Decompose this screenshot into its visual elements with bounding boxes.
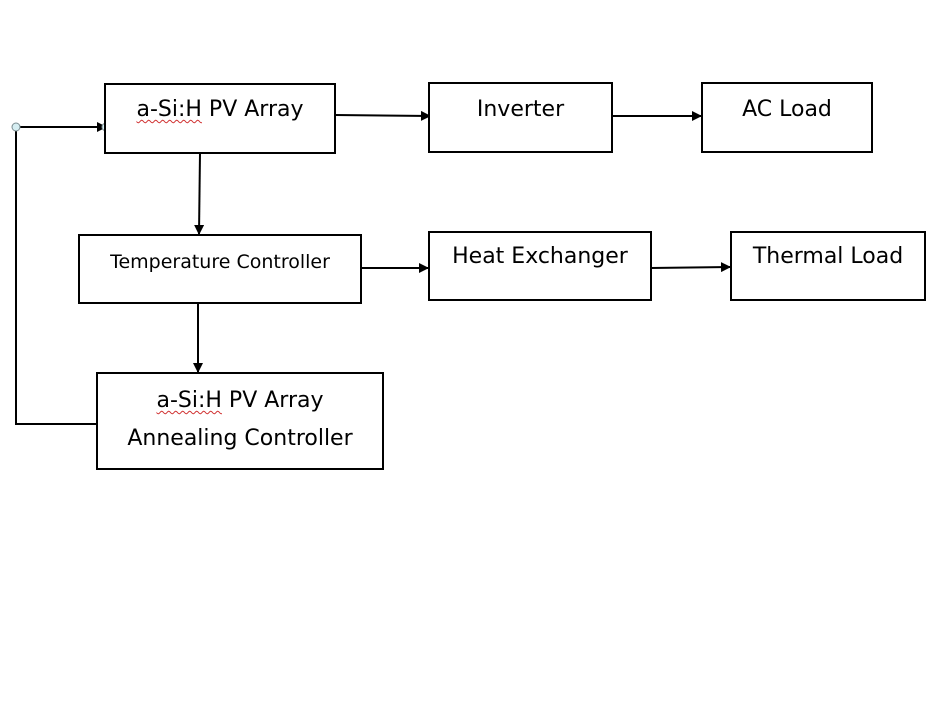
- spellcheck-word: a-Si:H: [156, 388, 222, 413]
- arrow-heat-exchanger-to-thermal-load: [650, 262, 731, 273]
- node-heat-exchanger[interactable]: Heat Exchanger: [428, 231, 652, 301]
- node-label-line2: Annealing Controller: [127, 426, 353, 451]
- feedback-line-annealing-to-pv: [15, 127, 97, 425]
- node-label: Thermal Load: [752, 244, 904, 269]
- node-label: a-Si:H PV Array: [136, 97, 304, 122]
- node-label: Temperature Controller: [110, 251, 330, 273]
- node-pv-array[interactable]: a-Si:H PV Array: [104, 83, 336, 154]
- node-ac-load[interactable]: AC Load: [701, 82, 873, 153]
- node-thermal-load[interactable]: Thermal Load: [730, 231, 926, 301]
- arrow-pv-to-temperature-controller: [194, 152, 205, 235]
- node-annealing-controller[interactable]: a-Si:H PV Array Annealing Controller: [96, 372, 384, 470]
- connector-handle-start[interactable]: [11, 122, 21, 132]
- spellcheck-word: a-Si:H: [136, 97, 202, 122]
- node-label: Heat Exchanger: [452, 244, 628, 269]
- node-label-line1: a-Si:H PV Array: [156, 388, 324, 413]
- node-label: Inverter: [476, 97, 565, 122]
- node-temperature-controller[interactable]: Temperature Controller: [78, 234, 362, 304]
- arrow-pv-to-inverter: [334, 110, 431, 121]
- node-label: AC Load: [742, 97, 832, 122]
- node-inverter[interactable]: Inverter: [428, 82, 613, 153]
